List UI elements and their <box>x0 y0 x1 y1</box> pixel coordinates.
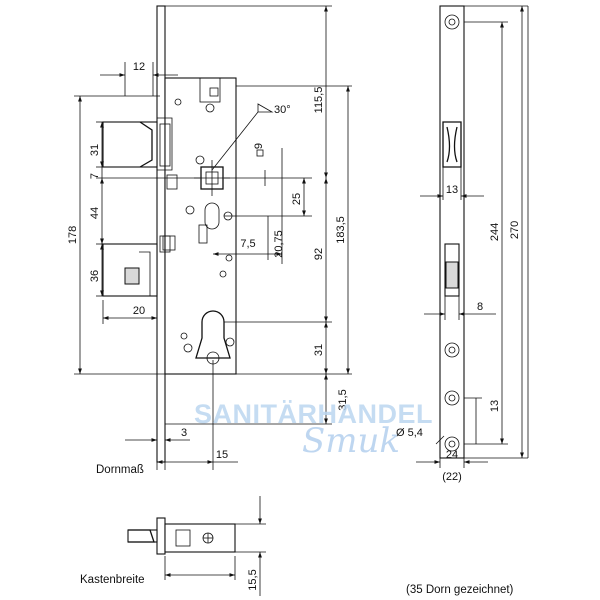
dim-270: 270 <box>509 221 521 239</box>
dim-178: 178 <box>67 226 79 244</box>
internal-mark <box>198 224 208 244</box>
bottom-view <box>127 517 236 555</box>
dim-3: 3 <box>181 427 187 439</box>
side-dimensions: 270 244 13 8 13 Ø 5,4 24 (22) <box>396 5 529 483</box>
top-screw-inner <box>448 18 456 26</box>
dim-15-5: 15,5 <box>247 569 259 590</box>
bottom-screw-inner <box>448 440 456 448</box>
bottom-case <box>164 523 236 553</box>
dim-8: 8 <box>477 301 483 313</box>
dim-9: 9 <box>253 143 265 149</box>
dim-115-5: 115,5 <box>313 87 325 114</box>
dim-25: 25 <box>291 193 303 205</box>
change-lever-slot <box>204 202 220 230</box>
label-dornmass: Dornmaß <box>96 464 144 476</box>
dim-183-5: 183,5 <box>335 216 347 244</box>
bottom-faceplate <box>156 517 166 555</box>
dim-36: 36 <box>89 270 101 282</box>
latch-bolt <box>102 117 173 171</box>
front-view <box>102 5 237 463</box>
internal-mark <box>162 235 176 251</box>
side-view <box>439 5 465 459</box>
internal-mark <box>209 87 219 97</box>
bottom-detail <box>175 529 191 547</box>
watermark-line1: SANITÄRHANDEL <box>194 399 433 429</box>
lock-case <box>164 77 237 375</box>
dim-dia-5-4: Ø 5,4 <box>396 427 423 439</box>
front-dimensions: 12 178 31 7 44 36 20 30° 9 <box>67 5 352 470</box>
label-note: (35 Dorn gezeichnet) <box>406 584 514 596</box>
dim-92: 92 <box>313 248 325 260</box>
dim-15: 15 <box>216 449 228 461</box>
dim-22: (22) <box>442 471 462 483</box>
internal-mark <box>166 174 178 190</box>
dim-30-deg: 30° <box>274 104 291 116</box>
side-faceplate <box>439 5 465 459</box>
bottom-dimensions: 15,5 <box>164 496 266 596</box>
dim-244: 244 <box>489 223 501 241</box>
dim-13-lower: 13 <box>489 400 501 412</box>
case-tab <box>199 77 221 103</box>
dim-20: 20 <box>133 305 145 317</box>
dim-12: 12 <box>133 61 145 73</box>
middle-screw-hole <box>444 342 460 358</box>
dim-31-lower: 31 <box>313 344 325 356</box>
watermark: SANITÄRHANDEL Smuk <box>194 399 433 461</box>
dim-20-75: 20,75 <box>273 230 285 258</box>
label-kastenbreite: Kastenbreite <box>80 574 145 586</box>
dim-44: 44 <box>89 207 101 219</box>
deadbolt-inner <box>445 261 459 289</box>
watermark-line2: Smuk <box>302 421 400 461</box>
dim-7-5: 7,5 <box>240 238 255 250</box>
dim-13-upper: 13 <box>446 184 458 196</box>
dead-bolt <box>102 235 171 297</box>
dim-24: 24 <box>446 449 458 461</box>
dim-31-5: 31,5 <box>337 389 349 410</box>
dim-7: 7 <box>89 173 101 179</box>
bottom-screw-hole <box>444 436 460 452</box>
front-faceplate <box>156 5 166 463</box>
dim-31-upper: 31 <box>89 144 101 156</box>
dia-leader <box>435 435 445 445</box>
middle-screw-inner <box>448 346 456 354</box>
lower-screw-inner <box>448 394 456 402</box>
lower-screw-hole <box>444 390 460 406</box>
top-screw-hole <box>444 14 460 30</box>
